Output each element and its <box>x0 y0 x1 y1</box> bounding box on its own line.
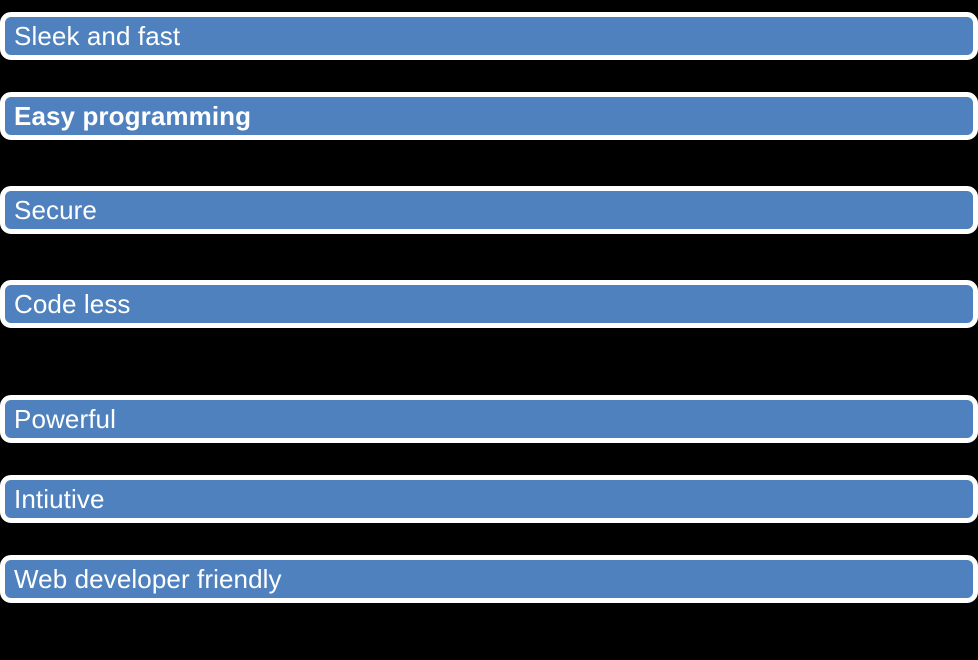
feature-bar-label: Sleek and fast <box>14 20 181 51</box>
feature-bar-label: Code less <box>14 288 131 319</box>
feature-bar-sleek-and-fast[interactable]: Sleek and fast <box>0 12 978 60</box>
feature-bar-powerful[interactable]: Powerful <box>0 395 978 443</box>
feature-bar-label: Easy programming <box>14 100 252 131</box>
feature-bar-web-developer-friendly[interactable]: Web developer friendly <box>0 555 978 603</box>
feature-bar-label: Secure <box>14 194 97 225</box>
feature-bar-label: Intiutive <box>14 483 105 514</box>
feature-bar-easy-programming[interactable]: Easy programming <box>0 92 978 140</box>
feature-bar-label: Powerful <box>14 403 116 434</box>
feature-bar-code-less[interactable]: Code less <box>0 280 978 328</box>
feature-bar-label: Web developer friendly <box>14 563 282 594</box>
feature-bar-intiutive[interactable]: Intiutive <box>0 475 978 523</box>
feature-bar-secure[interactable]: Secure <box>0 186 978 234</box>
